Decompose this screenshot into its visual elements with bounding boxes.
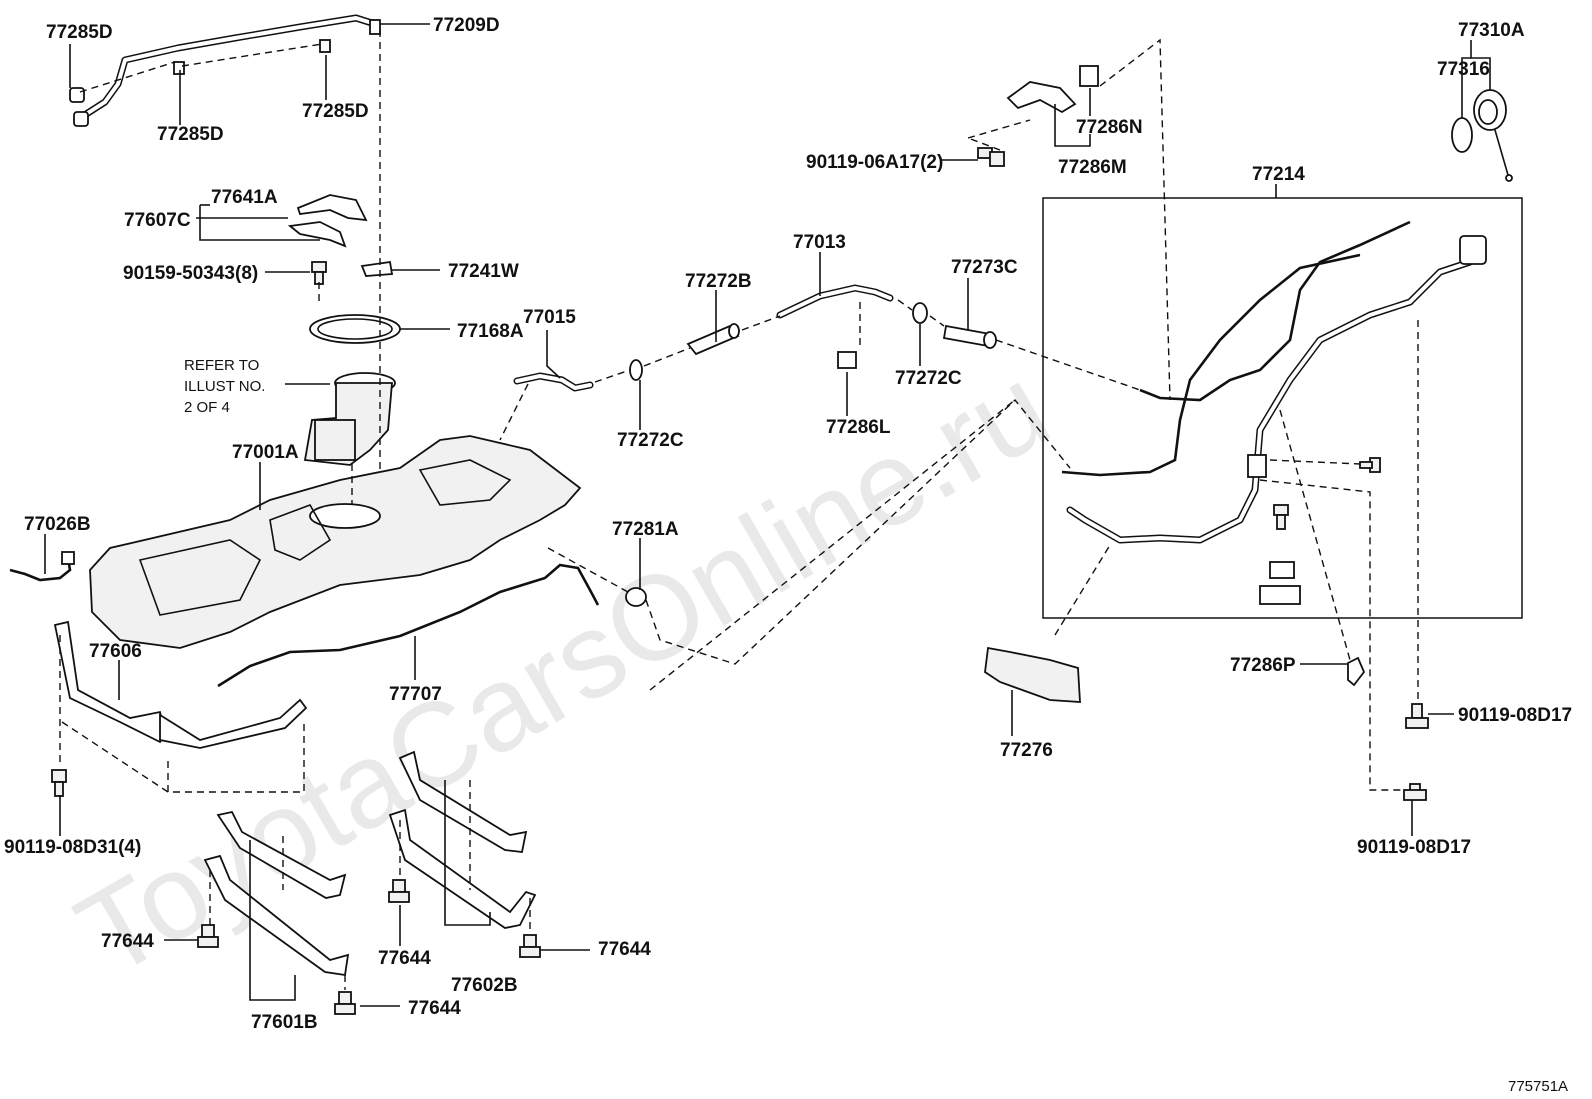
bracket-77641a [287, 194, 368, 248]
label-77272b: 77272B [685, 271, 752, 292]
strap-77601b [203, 810, 350, 977]
label-77644-a: 77644 [101, 931, 154, 952]
tube-77272b [686, 323, 740, 356]
tube-77273c [942, 324, 997, 349]
bolt-77644-a [197, 924, 219, 948]
label-77644-c: 77644 [408, 998, 461, 1019]
fuel-tank-77001a [89, 435, 582, 649]
label-77026b: 77026B [24, 514, 91, 535]
label-90119-08d17-b: 90119-08D17 [1357, 837, 1471, 858]
label-77015: 77015 [523, 307, 576, 328]
bolt-90119-08d17-b [1403, 783, 1427, 801]
strap-77602b [388, 750, 537, 929]
label-77607c: 77607C [124, 210, 191, 231]
bolt-77644-b [388, 879, 410, 903]
label-77285d-b: 77285D [157, 124, 224, 145]
label-77310a: 77310A [1458, 20, 1525, 41]
alignment-lines [59, 30, 1419, 990]
label-77286l: 77286L [826, 417, 891, 438]
clip-77286p [1347, 656, 1366, 687]
label-77281a: 77281A [612, 519, 679, 540]
wire-harness-77707 [217, 563, 600, 688]
label-77602b: 77602B [451, 975, 518, 996]
watermark-text: ToyotaCarsOnline.ru [56, 340, 1070, 1003]
label-90159-50343: 90159-50343(8) [123, 263, 258, 284]
fuel-cap-77310a [1473, 89, 1513, 182]
breather-pipe-77209d [69, 14, 381, 127]
gasket-77316 [1451, 117, 1473, 153]
label-77286p: 77286P [1230, 655, 1296, 676]
bolt-90119-06a17 [977, 147, 1005, 167]
wire-harness-77026b [9, 557, 72, 582]
label-90119-08d31: 90119-08D31(4) [4, 837, 141, 858]
filler-pipe-assembly-frame [1042, 197, 1523, 619]
bolt-90119-08d17-a [1405, 703, 1429, 729]
part-labels: 77285D 77209D 77285D 77285D 77641A 77607… [4, 15, 1572, 1095]
fuel-pump-module [303, 372, 396, 466]
label-90119-08d17-a: 90119-08D17 [1458, 705, 1572, 726]
clamp-77281a [625, 587, 647, 607]
clip-77286l [837, 351, 857, 369]
label-77707: 77707 [389, 684, 442, 705]
label-77606: 77606 [89, 641, 142, 662]
label-77273c: 77273C [951, 257, 1018, 278]
refer-note-line3: 2 OF 4 [184, 399, 230, 416]
label-77286n: 77286N [1076, 117, 1143, 138]
label-77286m: 77286M [1058, 157, 1127, 178]
figure-id: 775751A [1508, 1078, 1568, 1095]
label-77285d-c: 77285D [302, 101, 369, 122]
label-77641a: 77641A [211, 187, 278, 208]
label-90119-06a17: 90119-06A17(2) [806, 152, 943, 173]
clamp-77272c-b [912, 302, 928, 324]
bolt-77644-c [519, 934, 541, 958]
label-77644-b: 77644 [378, 948, 431, 969]
label-77644-d: 77644 [598, 939, 651, 960]
bracket-77286m [1006, 65, 1099, 114]
label-77209d: 77209D [433, 15, 500, 36]
bolt-77644-d [334, 991, 356, 1015]
clip-77241w [360, 260, 394, 277]
label-77276: 77276 [1000, 740, 1053, 761]
label-77601b: 77601B [251, 1012, 318, 1033]
filler-pipe-77214 [1061, 220, 1487, 605]
label-77316: 77316 [1437, 59, 1490, 80]
bolt-90159 [311, 261, 327, 285]
label-77013: 77013 [793, 232, 846, 253]
label-77272c-b: 77272C [895, 368, 962, 389]
clamp-77272c-a [629, 359, 643, 381]
label-77214: 77214 [1252, 164, 1305, 185]
bolt-90119-08d31 [51, 769, 67, 797]
protector-77276 [984, 646, 1081, 703]
refer-note-line1: REFER TO [184, 357, 259, 374]
leader-lines [44, 23, 1491, 1007]
strap-77606 [53, 620, 308, 749]
label-77241w: 77241W [448, 261, 519, 282]
label-77285d-a: 77285D [46, 22, 113, 43]
label-77001a: 77001A [232, 442, 299, 463]
label-77272c-a: 77272C [617, 430, 684, 451]
label-77168a: 77168A [457, 321, 524, 342]
refer-note-line2: ILLUST NO. [184, 378, 265, 395]
